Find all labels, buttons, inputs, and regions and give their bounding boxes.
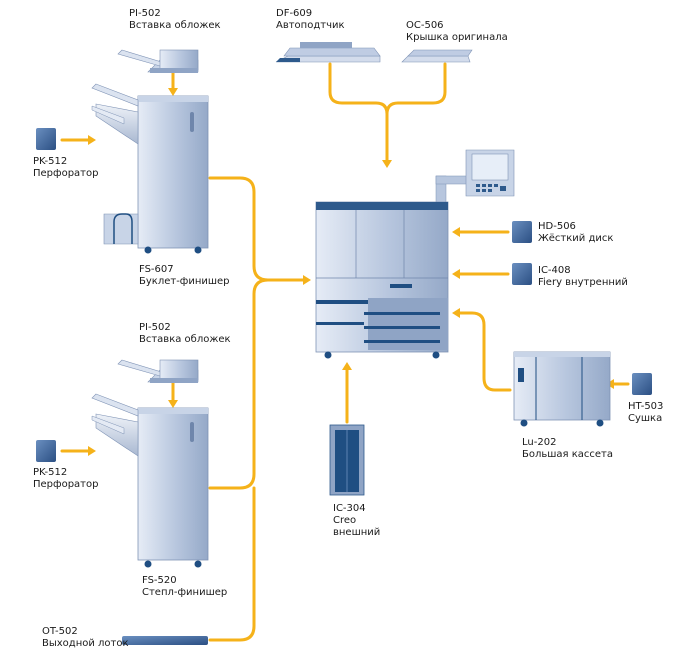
arrow-ic304	[342, 362, 352, 370]
description: Fiery внутренний	[538, 277, 628, 288]
pk-512-top-icon	[36, 128, 56, 150]
main-printer-device	[315, 149, 515, 359]
ic-304-device	[329, 424, 365, 496]
model: FS-520	[142, 575, 177, 586]
line3: внешний	[333, 527, 381, 538]
ht-503-icon	[632, 373, 652, 395]
model: IC-304	[333, 503, 366, 514]
label-pi-502-top: PI-502 Вставка обложек	[129, 8, 221, 32]
label-hd-506: HD-506 Жёсткий диск	[538, 221, 613, 245]
label-oc-506: OC-506 Крышка оригинала	[406, 20, 508, 44]
label-ic-408: IC-408 Fiery внутренний	[538, 265, 628, 289]
fs-520-device	[91, 393, 209, 568]
connector-oc	[385, 62, 447, 116]
arrow-df-oc	[382, 160, 392, 168]
arrow-pi-bottom	[168, 400, 178, 408]
connector-df	[328, 62, 389, 162]
ic-408-icon	[512, 263, 532, 285]
model: FS-607	[139, 264, 174, 275]
description: Степл-финишер	[142, 587, 228, 598]
arrow-main	[303, 275, 311, 285]
arrow-pk-top	[88, 135, 96, 145]
label-pi-502-bottom: PI-502 Вставка обложек	[139, 322, 231, 346]
arrow-pi-top	[168, 88, 178, 96]
label-fs-520: FS-520 Степл-финишер	[142, 575, 227, 599]
description: Жёсткий диск	[538, 233, 614, 244]
model: DF-609	[276, 8, 313, 19]
pk-512-bottom-icon	[36, 440, 56, 462]
connectors	[60, 62, 630, 642]
label-ic-304: IC-304 Creo внешний	[333, 503, 380, 539]
description: Буклет-финишер	[139, 276, 230, 287]
model: IC-408	[538, 265, 571, 276]
model: PI-502	[139, 322, 171, 333]
fs-607-device	[91, 83, 209, 254]
description: Сушка	[628, 413, 663, 424]
arrow-pk-bottom	[88, 446, 96, 456]
description: Автоподтчик	[276, 20, 345, 31]
arrow-ic408	[452, 269, 460, 279]
label-df-609: DF-609 Автоподтчик	[276, 8, 345, 32]
label-pk-512-top: PK-512 Перфоратор	[33, 156, 98, 180]
label-fs-607: FS-607 Буклет-финишер	[139, 264, 230, 288]
model: Lu-202	[522, 437, 557, 448]
df-609-device	[275, 42, 381, 63]
line2: Creo	[333, 515, 357, 526]
model: PI-502	[129, 8, 161, 19]
description: Большая кассета	[522, 449, 614, 460]
model: HT-503	[628, 401, 664, 412]
ot-502-device	[122, 636, 208, 645]
pi-502-top-device	[117, 49, 199, 73]
label-ot-502: OT-502 Выходной лоток	[42, 626, 129, 650]
lu-202-device	[513, 351, 611, 427]
connector-fs520	[208, 278, 270, 490]
description: Перфоратор	[33, 479, 99, 490]
label-ht-503: HT-503 Сушка	[628, 401, 663, 425]
description: Выходной лоток	[42, 638, 129, 649]
hd-506-icon	[512, 221, 532, 243]
description: Крышка оригинала	[406, 32, 508, 43]
label-lu-202: Lu-202 Большая кассета	[522, 437, 613, 461]
model: PK-512	[33, 156, 68, 167]
connector-ot	[208, 486, 256, 642]
model: OC-506	[406, 20, 444, 31]
description: Перфоратор	[33, 168, 99, 179]
model: PK-512	[33, 467, 68, 478]
oc-506-device	[401, 49, 473, 63]
arrow-lu	[452, 308, 460, 318]
model: HD-506	[538, 221, 576, 232]
model: OT-502	[42, 626, 78, 637]
pi-502-bottom-device	[117, 359, 199, 383]
arrow-hd	[452, 227, 460, 237]
connector-lu	[456, 311, 512, 392]
label-pk-512-bottom: PK-512 Перфоратор	[33, 467, 98, 491]
description: Вставка обложек	[129, 20, 221, 31]
description: Вставка обложек	[139, 334, 231, 345]
